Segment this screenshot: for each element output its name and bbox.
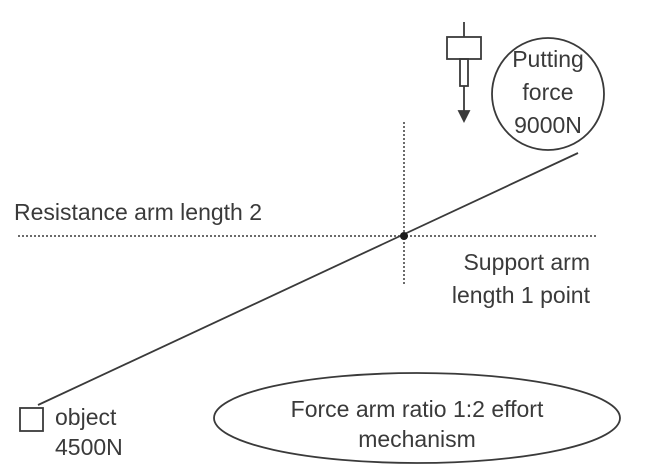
force-ratio-ellipse <box>213 372 621 464</box>
piston-actuator-icon <box>446 22 482 124</box>
lever-bar <box>37 152 579 406</box>
putting-force-circle <box>491 37 605 151</box>
fulcrum-point-icon <box>400 232 408 240</box>
object-label: object <box>55 404 117 430</box>
force-ratio-label-line1: Force arm ratio 1:2 effort <box>290 396 544 422</box>
force-ratio-label-line2: mechanism <box>358 426 476 452</box>
putting-force-label-line2: force <box>522 79 574 105</box>
support-arm-label-line1: Support arm <box>463 249 590 275</box>
putting-force-label-line1: Putting <box>512 46 584 72</box>
object-box-icon <box>19 407 44 432</box>
putting-force-value: 9000N <box>514 112 582 138</box>
support-arm-label-line2: length 1 point <box>451 282 590 308</box>
resistance-arm-label: Resistance arm length 2 <box>14 199 263 225</box>
object-weight-value: 4500N <box>55 434 123 460</box>
